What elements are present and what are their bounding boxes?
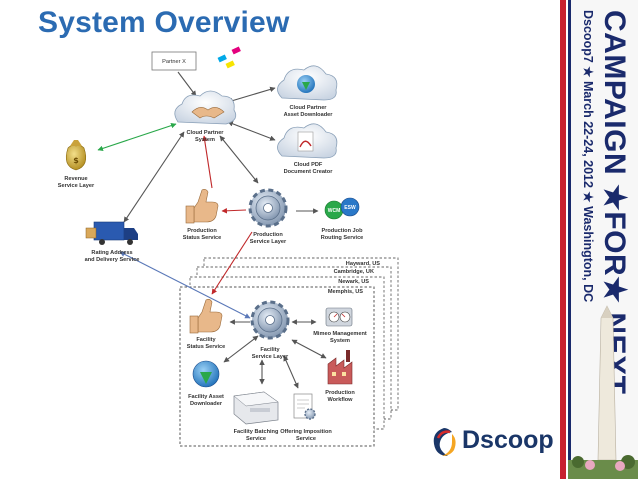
production-workflow-node: Production Workflow	[325, 350, 355, 403]
factory-icon	[327, 350, 353, 385]
svg-text:$: $	[73, 156, 79, 165]
facility-status-service-node: Facility Status Service	[187, 299, 226, 350]
production-service-layer-node: Production Service Layer	[248, 188, 288, 245]
cloud-partner-asset-downloader-label-2: Asset Downloader	[284, 112, 334, 118]
washington-monument-icon	[568, 305, 638, 479]
dscoop-logo: Dscoop	[430, 424, 560, 464]
facility-label-memphis: Memphis, US	[328, 289, 363, 295]
rating-address-label-1: Rating Address	[91, 250, 132, 256]
revenue-service-layer-node: $ Revenue Service Layer	[58, 140, 95, 189]
production-job-routing-service-node: WCM ESW Production Job Routing Service	[321, 197, 364, 241]
cloud-pdf-label-1: Cloud PDF	[294, 162, 323, 168]
partner-x-label: Partner X	[162, 59, 186, 65]
money-bag-icon: $	[65, 140, 87, 171]
cloud-pdf-document-creator-node: Cloud PDF Document Creator	[277, 123, 338, 175]
connection-arrows	[97, 71, 327, 389]
revenue-label-2: Service Layer	[58, 183, 95, 189]
facility-service-layer-label-2: Service Layer	[252, 354, 289, 360]
facility-status-label-2: Status Service	[187, 344, 226, 350]
production-status-service-node: Production Status Service	[183, 189, 222, 241]
campaign-banner: CAMPAIGN ★FOR★ NEXT Dscoop7 ★ March 22-2…	[560, 0, 638, 479]
document-gear-icon	[293, 393, 316, 420]
facility-stack: Hayward, US Cambridge, UK Newark, US Mem…	[179, 257, 399, 447]
cloud-partner-system-label-2: System	[195, 137, 215, 143]
facility-service-layer-node: Facility Service Layer	[250, 300, 290, 360]
routing-badge-wcm: WCM	[328, 208, 341, 214]
facility-status-label-1: Facility	[196, 337, 216, 343]
facility-batching-label-2: Service	[246, 436, 266, 442]
thumbs-up-icon	[189, 299, 223, 334]
facility-batching-service-node: Facility Batching Service	[233, 391, 279, 442]
facility-asset-downloader-node: Facility Asset Downloader	[188, 360, 224, 407]
facility-label-hayward: Hayward, US	[346, 261, 380, 267]
cloud-partner-system-node: Cloud Partner System	[174, 90, 237, 143]
cloud-partner-system-label-1: Cloud Partner	[187, 130, 225, 136]
cloud-pdf-label-2: Document Creator	[284, 169, 334, 175]
revenue-label-1: Revenue	[64, 176, 87, 182]
rating-address-label-2: and Delivery Service	[85, 257, 140, 263]
cloud-partner-asset-downloader-node: Cloud Partner Asset Downloader	[277, 65, 338, 118]
mimeo-management-system-node: Mimeo Management System	[313, 307, 367, 344]
delivery-truck-icon	[85, 221, 138, 245]
offering-imposition-label-2: Service	[296, 436, 316, 442]
gauge-panel-icon	[325, 307, 353, 327]
page-title: System Overview	[38, 6, 290, 39]
production-status-label-1: Production	[187, 228, 217, 234]
dscoop-wordmark: Dscoop	[462, 426, 554, 454]
offering-imposition-service-node: Offering Imposition Service	[280, 393, 332, 442]
pdf-document-icon	[297, 131, 314, 152]
facility-label-newark: Newark, US	[338, 279, 369, 285]
mimeo-label-2: System	[330, 338, 350, 344]
production-status-label-2: Status Service	[183, 235, 222, 241]
facility-label-cambridge: Cambridge, UK	[334, 269, 374, 275]
production-service-layer-label-1: Production	[253, 232, 283, 238]
rating-address-delivery-service-node: Rating Address and Delivery Service	[85, 221, 140, 263]
event-info: Dscoop7 ★ March 22-24, 2012 ★ Washington…	[581, 10, 595, 303]
production-workflow-label-2: Workflow	[327, 397, 353, 403]
system-overview-diagram: Hayward, US Cambridge, UK Newark, US Mem…	[58, 46, 399, 447]
offering-imposition-label-1: Offering Imposition	[280, 429, 332, 435]
production-job-routing-label-2: Routing Service	[321, 235, 364, 241]
routing-badges-icon: WCM ESW	[324, 197, 360, 220]
facility-asset-label-2: Downloader	[190, 401, 223, 407]
printer-icon	[233, 391, 279, 425]
facility-asset-label-1: Facility Asset	[188, 394, 224, 400]
production-service-layer-label-2: Service Layer	[250, 239, 287, 245]
facility-service-layer-label-1: Facility	[260, 347, 280, 353]
gear-icon	[248, 188, 288, 228]
routing-badge-esw: ESW	[344, 205, 356, 211]
gear-icon	[250, 300, 290, 340]
mimeo-label-1: Mimeo Management	[313, 331, 367, 337]
dscoop-swirl-icon	[433, 428, 456, 456]
cloud-partner-asset-downloader-label-1: Cloud Partner	[290, 105, 328, 111]
production-job-routing-label-1: Production Job	[321, 228, 363, 234]
handshake-icon	[191, 107, 225, 119]
banner-stripe	[560, 0, 566, 479]
facility-batching-label-1: Facility Batching	[234, 429, 279, 435]
color-swatches-icon	[217, 46, 241, 69]
thumbs-up-icon	[185, 189, 219, 224]
partner-x-node: Partner X	[151, 51, 197, 71]
production-workflow-label-1: Production	[325, 390, 355, 396]
